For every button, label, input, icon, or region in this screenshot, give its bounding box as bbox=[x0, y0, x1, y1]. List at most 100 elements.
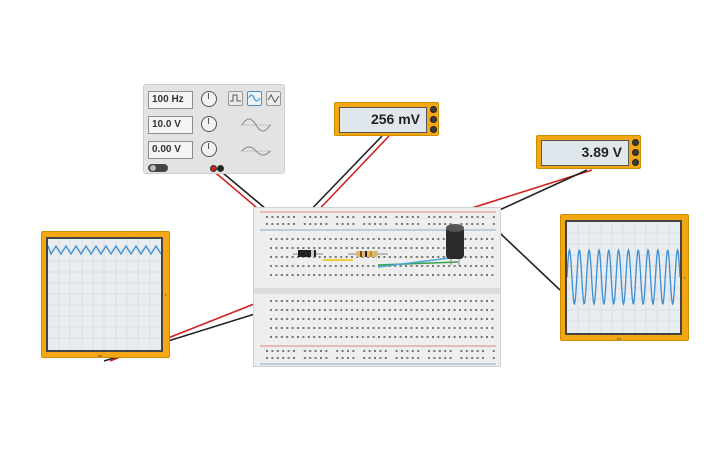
breadboard-hole bbox=[351, 327, 353, 329]
breadboard-hole bbox=[356, 318, 359, 320]
components bbox=[293, 224, 464, 268]
breadboard-hole bbox=[410, 309, 413, 311]
breadboard-hole bbox=[453, 274, 456, 276]
breadboard-hole bbox=[482, 357, 484, 359]
breadboard-hole bbox=[475, 336, 478, 338]
breadboard-hole bbox=[286, 238, 289, 240]
frequency-knob[interactable] bbox=[201, 91, 217, 107]
breadboard-hole bbox=[329, 300, 332, 302]
diode bbox=[298, 250, 316, 257]
breadboard-hole bbox=[291, 247, 294, 249]
function-generator[interactable]: 100 Hz 10.0 V 0.00 V bbox=[143, 84, 285, 174]
breadboard-hole bbox=[352, 350, 355, 352]
breadboard-hole bbox=[388, 318, 391, 320]
breadboard-hole bbox=[378, 247, 380, 249]
breadboard-hole bbox=[405, 238, 407, 240]
breadboard-hole bbox=[329, 265, 332, 267]
mode-a-button[interactable] bbox=[632, 139, 639, 146]
positive-terminal[interactable] bbox=[210, 165, 217, 172]
breadboard-hole bbox=[320, 357, 322, 359]
breadboard-hole bbox=[266, 350, 268, 352]
offset-field[interactable]: 0.00 V bbox=[148, 141, 193, 159]
breadboard-hole bbox=[280, 265, 283, 267]
breadboard-hole bbox=[399, 274, 402, 276]
mode-a-button[interactable] bbox=[430, 106, 437, 113]
breadboard-hole bbox=[432, 256, 434, 258]
breadboard-hole bbox=[480, 274, 483, 276]
mode-r-button[interactable] bbox=[632, 159, 639, 166]
breadboard-hole bbox=[399, 336, 402, 338]
breadboard-hole bbox=[449, 223, 452, 225]
breadboard-hole bbox=[297, 318, 299, 320]
volt-scale-label: ▪ bbox=[165, 292, 167, 297]
breadboard-hole bbox=[475, 256, 478, 258]
breadboard-hole bbox=[318, 265, 321, 267]
breadboard-hole bbox=[486, 247, 488, 249]
breadboard-hole bbox=[302, 336, 305, 338]
sine-wave-button[interactable] bbox=[247, 91, 262, 106]
breadboard-hole bbox=[313, 318, 316, 320]
breadboard-hole bbox=[433, 350, 436, 352]
oscilloscope-2-screen bbox=[565, 220, 682, 335]
breadboard-hole bbox=[340, 265, 343, 267]
power-switch[interactable] bbox=[148, 164, 168, 172]
square-wave-button[interactable] bbox=[228, 91, 243, 106]
breadboard-hole bbox=[486, 300, 488, 302]
mode-v-button[interactable] bbox=[632, 149, 639, 156]
breadboard-hole bbox=[475, 238, 478, 240]
breadboard-hole bbox=[405, 327, 407, 329]
breadboard-hole bbox=[345, 318, 348, 320]
breadboard-hole bbox=[372, 318, 375, 320]
breadboard-hole bbox=[426, 256, 429, 258]
breadboard-hole bbox=[297, 247, 299, 249]
breadboard-hole bbox=[448, 274, 451, 276]
breadboard-hole bbox=[324, 300, 326, 302]
breadboard-hole bbox=[476, 223, 479, 225]
triangle-wave-button[interactable] bbox=[266, 91, 281, 106]
breadboard-hole bbox=[313, 265, 316, 267]
breadboard-hole bbox=[453, 309, 456, 311]
breadboard-hole bbox=[324, 318, 326, 320]
breadboard-hole bbox=[444, 223, 447, 225]
oscilloscope-2[interactable]: ▪▪▪ ▪ bbox=[560, 214, 689, 341]
offset-knob[interactable] bbox=[201, 141, 217, 157]
multimeter-1[interactable]: 256 mV bbox=[334, 102, 439, 136]
breadboard-hole bbox=[336, 223, 339, 225]
amplitude-knob[interactable] bbox=[201, 116, 217, 132]
breadboard-hole bbox=[286, 300, 289, 302]
breadboard-hole bbox=[352, 223, 355, 225]
mode-v-button[interactable] bbox=[430, 116, 437, 123]
jumper-blue bbox=[377, 256, 459, 268]
breadboard-hole bbox=[453, 318, 456, 320]
oscilloscope-1[interactable]: ▪▪▪ ▪ bbox=[41, 231, 170, 358]
breadboard-hole bbox=[291, 336, 294, 338]
breadboard-hole bbox=[415, 300, 418, 302]
breadboard-hole bbox=[379, 216, 382, 218]
breadboard-hole bbox=[280, 274, 283, 276]
mode-r-button[interactable] bbox=[430, 126, 437, 133]
breadboard-hole bbox=[275, 300, 278, 302]
breadboard-hole bbox=[394, 256, 397, 258]
breadboard-hole bbox=[340, 309, 343, 311]
breadboard-hole bbox=[417, 216, 420, 218]
breadboard-hole bbox=[271, 357, 274, 359]
oscilloscope-1-screen bbox=[46, 237, 163, 352]
breadboard-hole bbox=[433, 223, 436, 225]
breadboard-hole bbox=[491, 247, 494, 249]
square-wave-icon bbox=[230, 94, 241, 102]
amplitude-field[interactable]: 10.0 V bbox=[148, 116, 193, 134]
multimeter-2[interactable]: 3.89 V bbox=[536, 135, 641, 169]
breadboard-hole bbox=[307, 265, 310, 267]
breadboard-hole bbox=[318, 238, 321, 240]
breadboard-hole bbox=[270, 256, 272, 258]
breadboard-hole bbox=[379, 357, 382, 359]
breadboard-hole bbox=[291, 256, 294, 258]
breadboard-hole bbox=[266, 223, 268, 225]
frequency-field[interactable]: 100 Hz bbox=[148, 91, 193, 109]
breadboard-hole bbox=[388, 327, 391, 329]
breadboard-hole bbox=[448, 318, 451, 320]
breadboard-hole bbox=[399, 238, 402, 240]
breadboard-hole bbox=[280, 336, 283, 338]
negative-terminal[interactable] bbox=[217, 165, 224, 172]
breadboard-hole bbox=[464, 265, 467, 267]
